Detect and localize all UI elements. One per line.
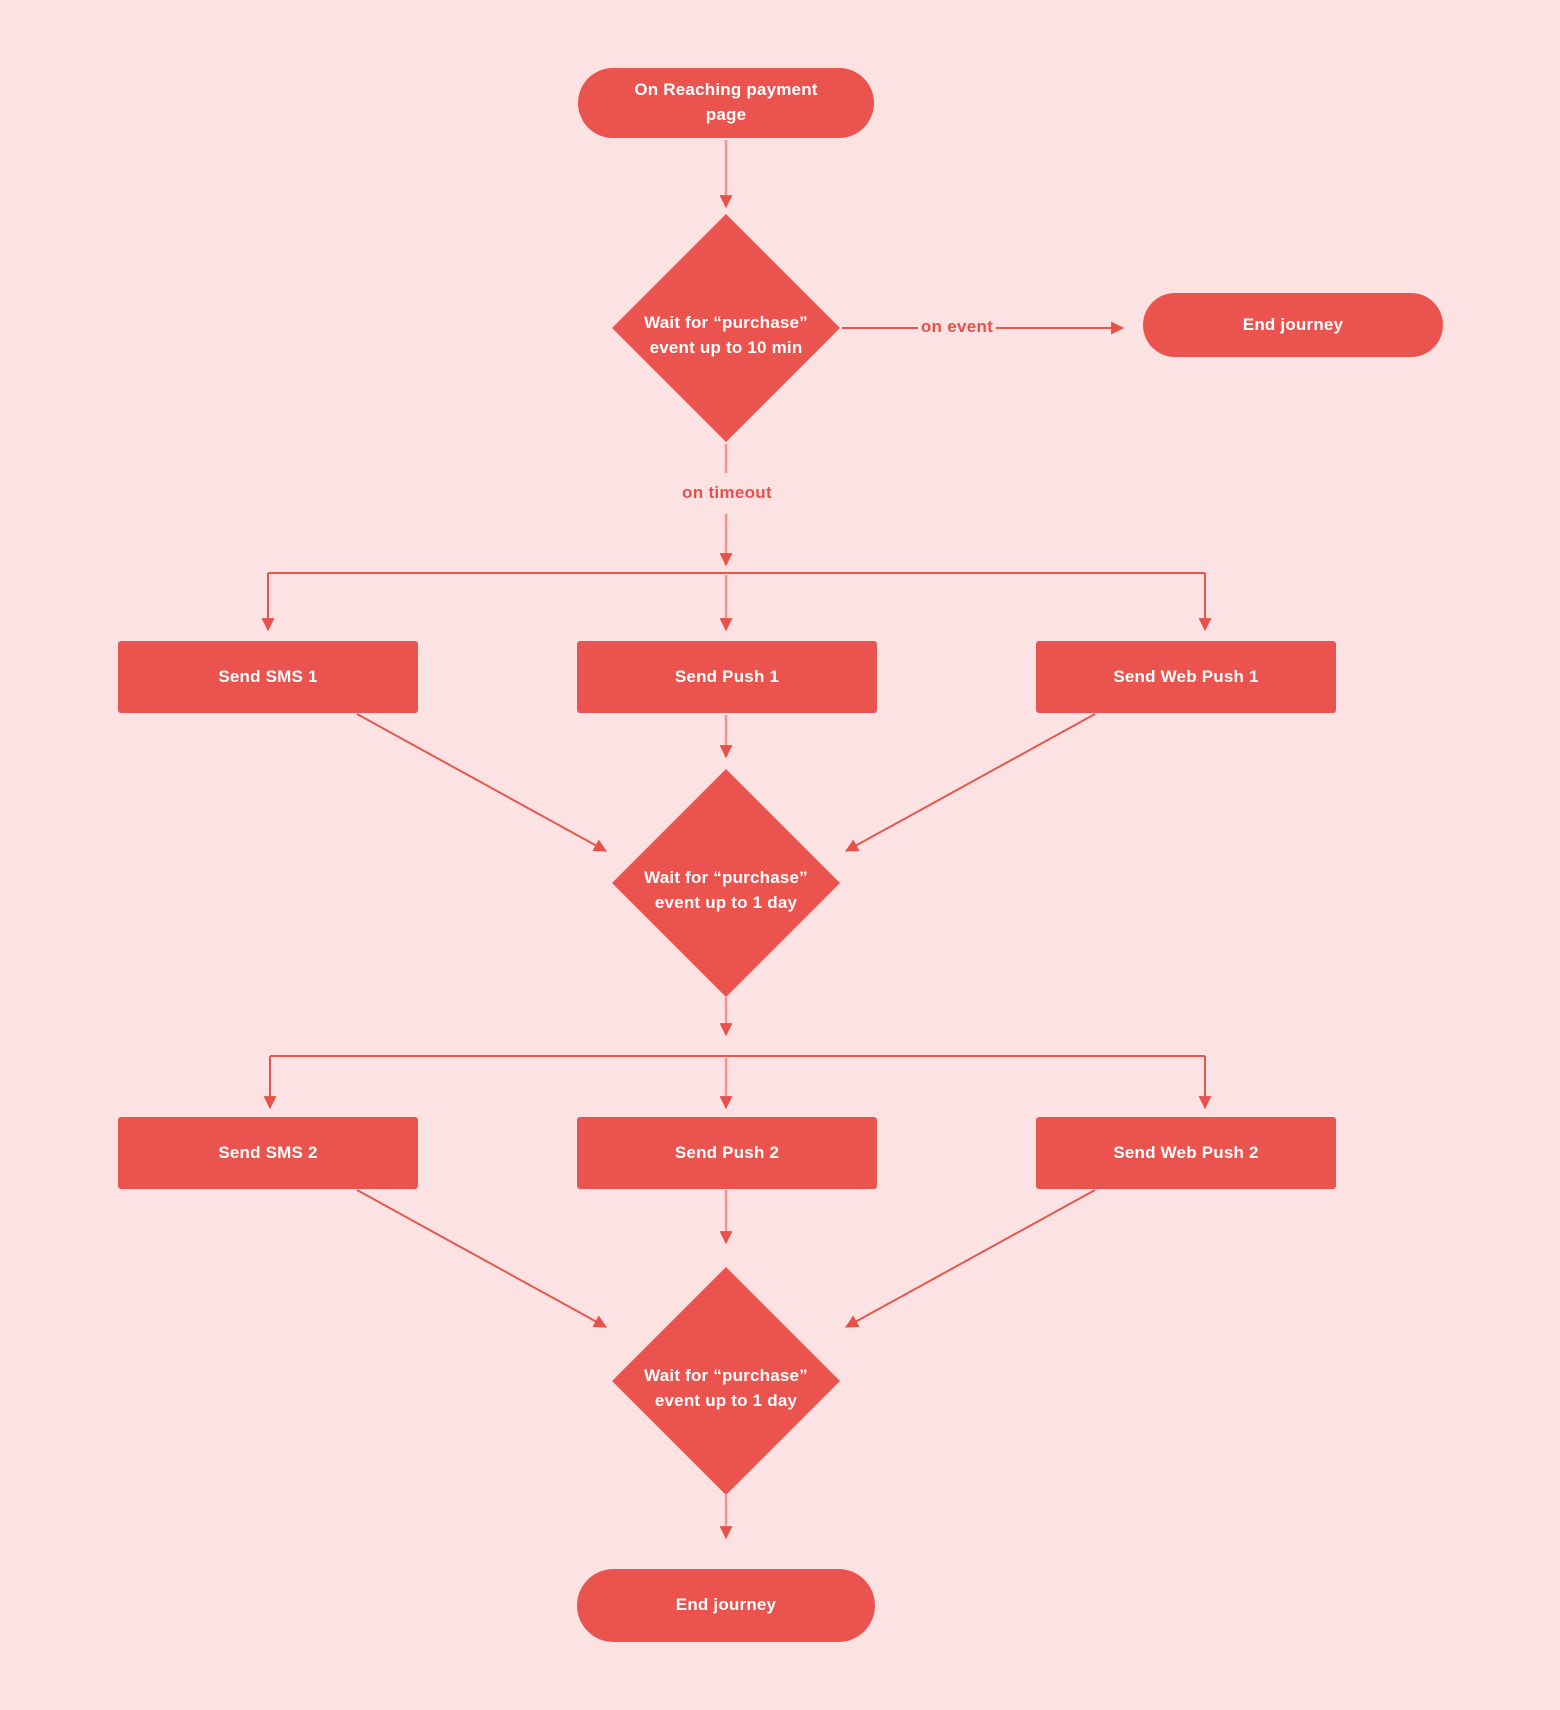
node-end2-label: End journey — [675, 1595, 777, 1615]
node-wait1-line2: event up to 10 min — [649, 338, 803, 357]
node-start-trigger[interactable]: On Reaching payment page — [578, 68, 874, 138]
node-wait2-line2: event up to 1 day — [654, 893, 798, 912]
node-end-journey-bottom[interactable]: End journey — [577, 1569, 875, 1642]
node-end-journey-top[interactable]: End journey — [1143, 293, 1443, 357]
node-send-push-1[interactable]: Send Push 1 — [577, 641, 877, 713]
node-start-label: On Reaching payment page — [634, 80, 818, 124]
node-push1-label: Send Push 1 — [674, 666, 780, 686]
edge-label-on-timeout: on timeout — [682, 483, 772, 502]
node-sms1-label: Send SMS 1 — [218, 666, 318, 686]
node-send-sms-1[interactable]: Send SMS 1 — [118, 641, 418, 713]
node-wait2-line1: Wait for “purchase” — [644, 868, 808, 888]
node-webpush1-label: Send Web Push 1 — [1113, 666, 1259, 686]
node-wait3-line1: Wait for “purchase” — [644, 1366, 808, 1386]
node-wait1-line1: Wait for “purchase” — [644, 313, 808, 333]
node-wait3-line2: event up to 1 day — [654, 1391, 798, 1410]
node-send-sms-2[interactable]: Send SMS 2 — [118, 1117, 418, 1189]
node-send-push-2[interactable]: Send Push 2 — [577, 1117, 877, 1189]
node-sms2-label: Send SMS 2 — [218, 1142, 318, 1162]
edge-label-on-event: on event — [920, 317, 994, 336]
edge-webpush1-to-wait2 — [845, 713, 1096, 852]
node-send-web-push-2[interactable]: Send Web Push 2 — [1036, 1117, 1336, 1189]
edge-sms1-to-wait2 — [356, 713, 607, 852]
node-send-web-push-1[interactable]: Send Web Push 1 — [1036, 641, 1336, 713]
node-end1-label: End journey — [1242, 314, 1344, 334]
node-push2-label: Send Push 2 — [674, 1142, 780, 1162]
node-webpush2-label: Send Web Push 2 — [1113, 1142, 1259, 1162]
edge-sms2-to-wait3 — [356, 1189, 607, 1328]
edge-webpush2-to-wait3 — [845, 1189, 1096, 1328]
